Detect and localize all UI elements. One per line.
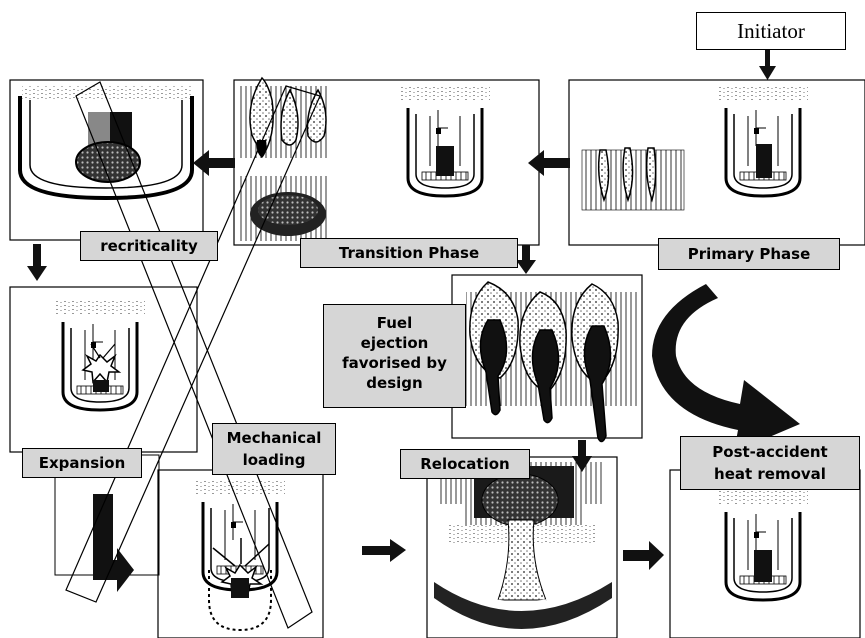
label-recriticality: recriticality xyxy=(80,231,218,261)
fuel-ejection-line-1: Fuel xyxy=(324,313,465,333)
label-mechanical-loading: Mechanical loading xyxy=(212,423,336,475)
label-fuel-ejection: Fuel ejection favorised by design xyxy=(323,304,466,408)
label-expansion: Expansion xyxy=(22,448,142,478)
fuel-ejection-line-2: ejection xyxy=(324,333,465,353)
mechanical-line-1: Mechanical xyxy=(213,427,335,449)
post-accident-line-1: Post-accident xyxy=(681,441,859,463)
label-post-accident: Post-accident heat removal xyxy=(680,436,860,490)
fuel-ejection-line-4: design xyxy=(324,373,465,393)
label-relocation: Relocation xyxy=(400,449,530,479)
label-primary-phase: Primary Phase xyxy=(658,238,840,270)
post-accident-line-2: heat removal xyxy=(681,463,859,485)
curved-arrow xyxy=(652,284,800,452)
label-transition-phase: Transition Phase xyxy=(300,238,518,268)
fuel-ejection-line-3: favorised by xyxy=(324,353,465,373)
mechanical-line-2: loading xyxy=(213,449,335,471)
initiator-box: Initiator xyxy=(696,12,846,50)
